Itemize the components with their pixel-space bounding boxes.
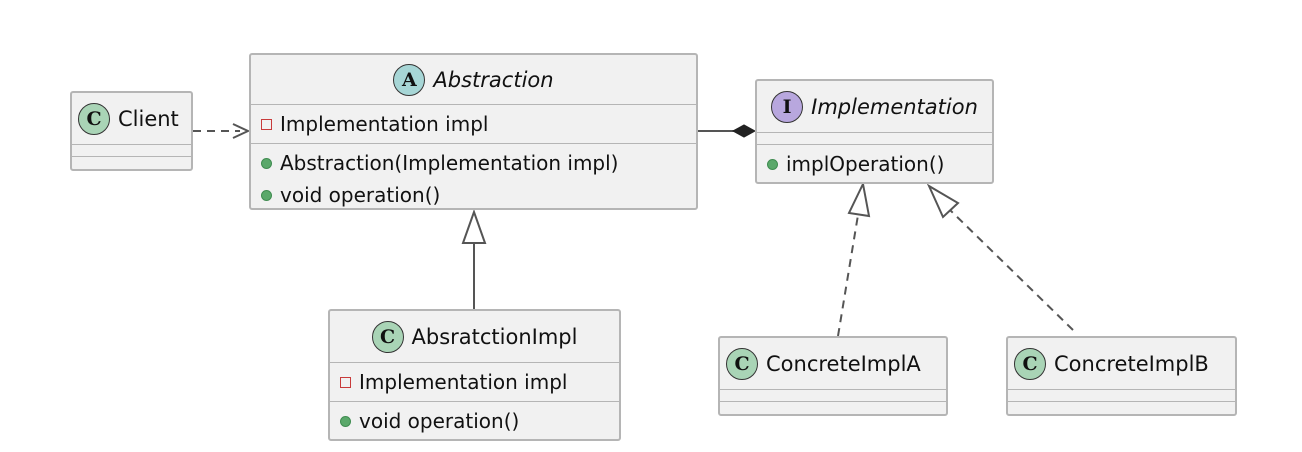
methods-section (720, 402, 946, 414)
public-visibility-icon (261, 157, 272, 169)
class-name: Client (118, 106, 179, 131)
attributes-section (757, 133, 992, 145)
attributes-section (1008, 390, 1235, 402)
class-client[interactable]: C Client (70, 91, 193, 171)
interface-badge-icon: I (771, 90, 804, 123)
class-header: I Implementation (757, 81, 992, 133)
private-visibility-icon (261, 118, 272, 130)
class-concreteimpla[interactable]: C ConcreteImplA (718, 336, 948, 416)
class-header: C Client (72, 93, 191, 145)
class-badge-icon: C (78, 102, 110, 135)
private-visibility-icon (340, 376, 351, 388)
realization-edge-concreteb-implementation (926, 183, 1074, 331)
method-row: implOperation() (767, 148, 982, 180)
class-name: ConcreteImplA (766, 351, 921, 376)
method-text: void operation() (359, 409, 520, 433)
field-text: Implementation impl (359, 370, 568, 394)
attributes-section (72, 145, 191, 157)
field-row: Implementation impl (261, 108, 686, 140)
dependency-edge-client-abstraction (193, 123, 251, 139)
class-header: C AbsratctionImpl (330, 311, 619, 363)
class-abstraction[interactable]: A Abstraction Implementation impl Abstra… (249, 53, 698, 210)
methods-section (1008, 402, 1235, 414)
class-concreteimplb[interactable]: C ConcreteImplB (1006, 336, 1237, 416)
method-text: Abstraction(Implementation impl) (280, 151, 619, 175)
public-visibility-icon (261, 189, 272, 201)
method-row: void operation() (261, 179, 686, 211)
attributes-section: Implementation impl (251, 105, 696, 144)
method-text: void operation() (280, 183, 441, 207)
class-name: Implementation (811, 94, 978, 119)
method-text: implOperation() (786, 152, 945, 176)
methods-section: void operation() (330, 402, 619, 440)
composition-edge-abstraction-implementation (698, 124, 757, 138)
abstract-badge-icon: A (393, 63, 426, 96)
class-name: AbsratctionImpl (411, 324, 578, 349)
class-name: ConcreteImplB (1054, 351, 1209, 376)
realization-edge-concretea-implementation (837, 180, 871, 337)
class-name: Abstraction (433, 67, 554, 92)
class-badge-icon: C (1014, 347, 1046, 380)
methods-section: implOperation() (757, 145, 992, 183)
attributes-section: Implementation impl (330, 363, 619, 402)
method-row: Abstraction(Implementation impl) (261, 147, 686, 179)
class-header: A Abstraction (251, 55, 696, 105)
class-badge-icon: C (371, 320, 404, 353)
method-row: void operation() (340, 405, 609, 437)
field-row: Implementation impl (340, 366, 609, 398)
class-header: C ConcreteImplA (720, 338, 946, 390)
class-abstractionimpl[interactable]: C AbsratctionImpl Implementation impl vo… (328, 309, 621, 441)
inheritance-edge-abstractionimpl-abstraction (461, 209, 487, 309)
attributes-section (720, 390, 946, 402)
public-visibility-icon (340, 415, 351, 427)
public-visibility-icon (767, 158, 778, 170)
methods-section: Abstraction(Implementation impl) void op… (251, 144, 696, 214)
class-implementation[interactable]: I Implementation implOperation() (755, 79, 994, 184)
field-text: Implementation impl (280, 112, 489, 136)
class-badge-icon: C (726, 347, 758, 380)
class-header: C ConcreteImplB (1008, 338, 1235, 390)
methods-section (72, 157, 191, 169)
